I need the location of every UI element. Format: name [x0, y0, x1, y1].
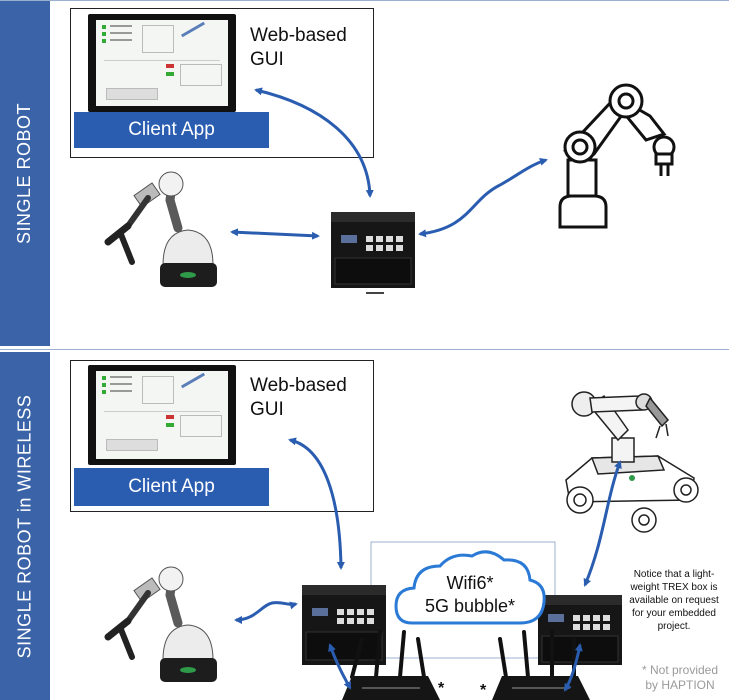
- trex-note: Notice that a light- weight TREX box is …: [629, 569, 719, 632]
- robot-arm-icon: [558, 83, 676, 229]
- mobile-robot-icon: [565, 391, 699, 533]
- gui-title: Web-based GUI: [250, 375, 347, 420]
- gui-title: Web-based GUI: [250, 25, 347, 70]
- monitor-icon: [88, 365, 236, 465]
- section-divider-top: [0, 0, 729, 1]
- router-footnote-mark: *: [438, 680, 445, 697]
- cloud-icon: [394, 550, 546, 625]
- router-footnote-mark: *: [480, 682, 487, 699]
- gui-screen: [96, 20, 228, 106]
- router-icon: [342, 630, 440, 700]
- connection-arrows: [234, 437, 622, 692]
- connection-arrows: [230, 87, 548, 240]
- haptic-arm-icon: [104, 566, 217, 682]
- client-app-bar: Client App: [74, 112, 269, 148]
- cloud-label: Wifi6* 5G bubble*: [424, 573, 516, 616]
- section-divider: [0, 349, 729, 350]
- gui-screen: [96, 371, 228, 459]
- not-provided-footnote: * Not provided by HAPTION: [641, 663, 719, 692]
- monitor-icon: [88, 14, 236, 112]
- controller-box-icon: [302, 585, 386, 665]
- controller-box-icon: [331, 212, 415, 294]
- sidebar-single-robot: SINGLE ROBOT: [0, 0, 50, 346]
- sidebar-single-robot-wireless: SINGLE ROBOT in WIRELESS: [0, 352, 50, 700]
- client-app-bar: Client App: [74, 468, 269, 506]
- haptic-arm-icon: [104, 171, 217, 287]
